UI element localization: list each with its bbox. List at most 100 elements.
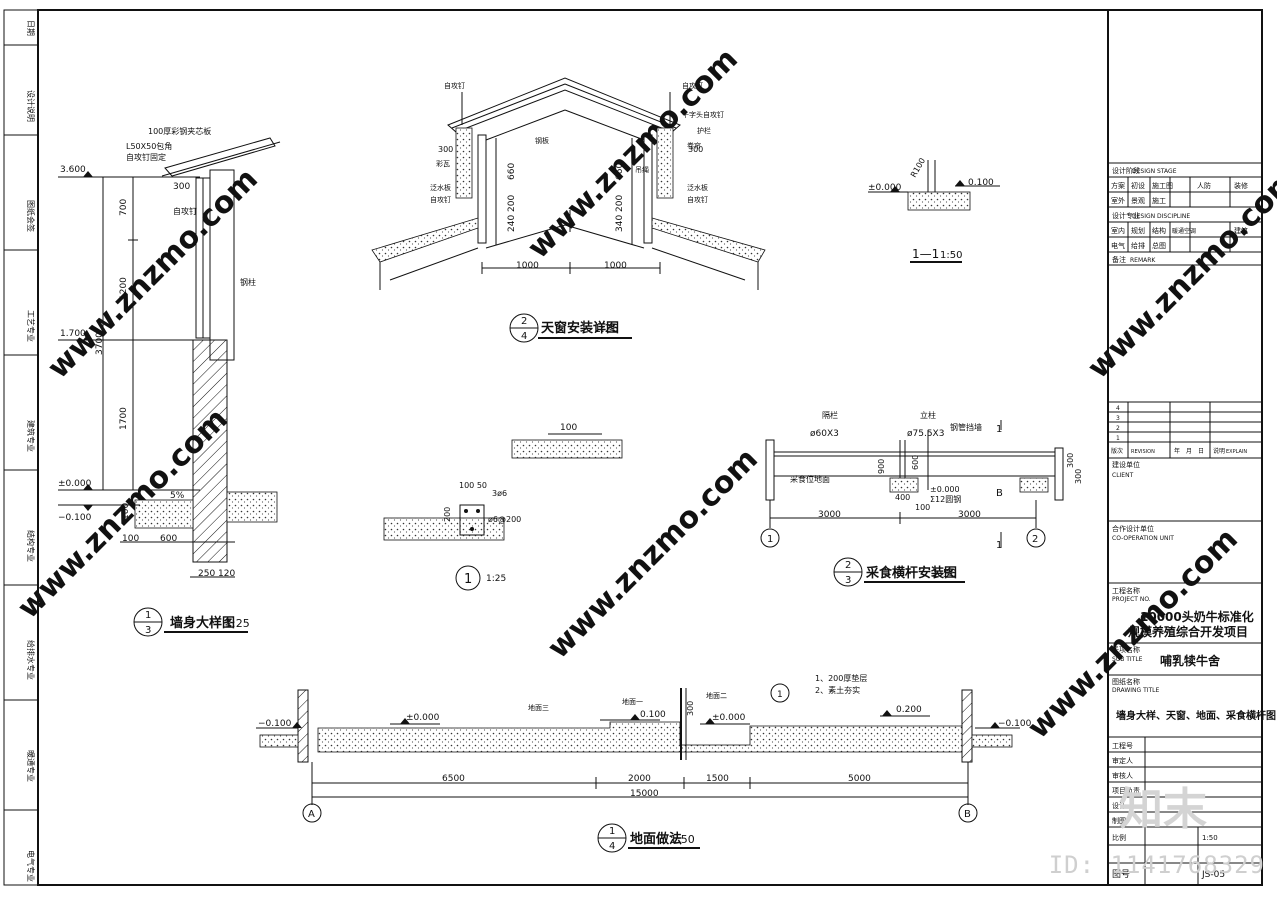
svg-text:泛水板: 泛水板 xyxy=(430,183,451,192)
curb-beam xyxy=(459,504,485,536)
svg-text:3.600: 3.600 xyxy=(60,165,86,175)
svg-text:设计: 设计 xyxy=(1112,801,1126,810)
svg-text:4: 4 xyxy=(521,331,527,342)
svg-text:2: 2 xyxy=(1116,425,1120,432)
svg-text:B: B xyxy=(996,488,1003,499)
sub-title: 哺乳犊牛舍 xyxy=(1160,653,1221,668)
svg-text:100: 100 xyxy=(122,534,139,544)
svg-text:地面二: 地面二 xyxy=(706,691,727,700)
svg-text:年: 年 xyxy=(1174,447,1180,455)
svg-text:SUB TITLE: SUB TITLE xyxy=(1112,656,1143,663)
left-strip-cells: 日期 设计说明 图纸会签 工艺专业 建筑专业 结构专业 给排水专业 暖通专业 电… xyxy=(4,20,38,882)
skylight-post-left xyxy=(477,134,487,244)
svg-text:DESIGN DISCIPLINE: DESIGN DISCIPLINE xyxy=(1132,213,1190,220)
svg-text:700: 700 xyxy=(119,199,129,216)
svg-text:2、素土夯实: 2、素土夯实 xyxy=(815,685,860,695)
svg-text:1:50: 1:50 xyxy=(670,833,695,846)
svg-text:3000: 3000 xyxy=(818,510,841,520)
svg-text:1000: 1000 xyxy=(604,261,627,271)
svg-text:自攻钉固定: 自攻钉固定 xyxy=(126,152,166,162)
svg-text:DESIGN STAGE: DESIGN STAGE xyxy=(1132,168,1177,175)
svg-text:±0.000: ±0.000 xyxy=(930,485,960,494)
svg-text:900: 900 xyxy=(877,459,886,474)
svg-text:建筑: 建筑 xyxy=(1234,226,1248,235)
svg-text:0.100: 0.100 xyxy=(968,178,994,188)
svg-text:版次: 版次 xyxy=(1111,447,1123,455)
svg-text:300: 300 xyxy=(173,182,190,192)
watermark: www.znzmo.com xyxy=(41,162,265,386)
svg-text:建设单位: 建设单位 xyxy=(1112,460,1140,469)
svg-text:审核人: 审核人 xyxy=(1112,771,1133,780)
wall-detail: 3.600 1.700 ±0.000 −0.100 700 1200 1700 … xyxy=(58,126,281,637)
svg-text:钢管挡墙: 钢管挡墙 xyxy=(950,422,982,432)
svg-text:6500: 6500 xyxy=(442,774,465,784)
svg-text:340: 340 xyxy=(615,215,625,232)
svg-text:合作设计单位: 合作设计单位 xyxy=(1112,524,1154,533)
feed-rail-title: 采食横杆安装图 xyxy=(865,565,957,581)
svg-text:300: 300 xyxy=(686,701,695,716)
svg-text:Σ12圆钢: Σ12圆钢 xyxy=(930,494,961,504)
svg-text:120: 120 xyxy=(218,569,235,579)
svg-text:ø75.5X3: ø75.5X3 xyxy=(907,429,944,439)
svg-text:钢板: 钢板 xyxy=(535,136,549,145)
svg-text:审定人: 审定人 xyxy=(1112,756,1133,765)
svg-text:100: 100 xyxy=(915,503,930,512)
drawing-title: 墙身大样、天窗、地面、采食横杆图 xyxy=(1116,709,1276,722)
svg-text:自攻钉: 自攻钉 xyxy=(430,195,451,204)
axis-bubble xyxy=(1026,528,1046,548)
svg-text:隔栏: 隔栏 xyxy=(822,410,838,420)
svg-text:图纸名称: 图纸名称 xyxy=(1112,677,1140,686)
svg-text:装修: 装修 xyxy=(1234,181,1248,190)
roof-slope-right xyxy=(651,217,766,263)
svg-text:5000: 5000 xyxy=(848,774,871,784)
svg-text:±0.000: ±0.000 xyxy=(712,713,746,723)
svg-text:A: A xyxy=(308,809,315,820)
left-strip xyxy=(3,9,39,886)
svg-text:地面三: 地面三 xyxy=(528,703,549,712)
svg-text:200: 200 xyxy=(443,507,452,522)
svg-text:−0.100: −0.100 xyxy=(258,719,292,729)
svg-text:立柱: 立柱 xyxy=(920,410,936,420)
svg-text:0.100: 0.100 xyxy=(640,710,666,720)
svg-text:±0.000: ±0.000 xyxy=(58,479,92,489)
svg-text:设计专业: 设计专业 xyxy=(1112,211,1140,220)
svg-text:240: 240 xyxy=(507,215,517,232)
svg-text:0.200: 0.200 xyxy=(896,705,922,715)
skylight-title: 天窗安装详图 xyxy=(541,320,619,336)
svg-text:室内: 室内 xyxy=(1111,226,1125,235)
svg-text:方案: 方案 xyxy=(1111,181,1125,190)
svg-text:吊绳: 吊绳 xyxy=(635,165,649,174)
svg-text:备注: 备注 xyxy=(1112,255,1126,264)
svg-text:−0.100: −0.100 xyxy=(998,719,1032,729)
svg-text:1: 1 xyxy=(464,572,472,587)
svg-text:100: 100 xyxy=(121,503,131,520)
floor-detail-title: 地面做法 xyxy=(630,831,682,847)
svg-text:400: 400 xyxy=(895,493,910,502)
svg-text:人防: 人防 xyxy=(1197,181,1211,190)
svg-text:±0.000: ±0.000 xyxy=(868,183,902,193)
svg-text:4: 4 xyxy=(609,841,615,852)
svg-text:3ø6: 3ø6 xyxy=(492,489,507,498)
svg-text:3: 3 xyxy=(145,625,151,636)
svg-text:室外: 室外 xyxy=(1111,196,1125,205)
svg-text:1:50: 1:50 xyxy=(1202,834,1218,842)
strip-text: 结构专业 xyxy=(26,530,36,562)
svg-text:CO-OPERATION UNIT: CO-OPERATION UNIT xyxy=(1112,535,1174,542)
svg-text:2: 2 xyxy=(521,316,527,327)
svg-text:1:25: 1:25 xyxy=(594,322,619,335)
svg-text:1: 1 xyxy=(996,424,1002,435)
axis-bubble xyxy=(302,803,322,823)
axis-bubble xyxy=(958,803,978,823)
section-title: 1—1 xyxy=(912,247,939,261)
svg-text:300: 300 xyxy=(1074,469,1083,484)
curb-detail: 100 100 50 200 3ø6 ø6@200 1 1:25 xyxy=(383,423,623,591)
svg-text:L50X50包角: L50X50包角 xyxy=(126,141,172,151)
svg-text:初设: 初设 xyxy=(1131,181,1145,190)
floor-detail: −0.100 ±0.000 0.100 ±0.000 0.200 −0.100 … xyxy=(256,673,1032,853)
svg-text:卷帘: 卷帘 xyxy=(687,141,701,150)
wall-slab xyxy=(226,491,278,523)
skylight-post-right xyxy=(643,134,653,244)
svg-text:−0.100: −0.100 xyxy=(58,513,92,523)
svg-text:图号: 图号 xyxy=(1112,869,1130,880)
